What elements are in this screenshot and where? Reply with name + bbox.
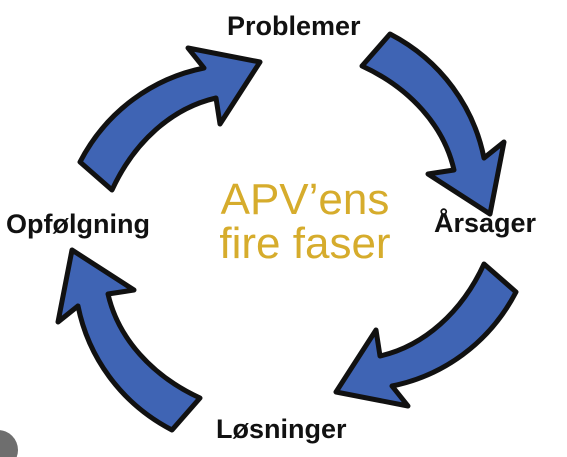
- center-title-line-2: fire faser: [219, 219, 391, 268]
- center-title: APV’ens fire faser: [150, 178, 460, 266]
- phase-label-opfolgning: Opfølgning: [6, 209, 150, 239]
- center-title-line-1: APV’ens: [220, 175, 390, 224]
- arrow-arsager-to-losninger-icon: [336, 264, 516, 406]
- phase-label-arsager: Årsager: [434, 208, 537, 238]
- arrow-opfolgning-to-problemer-icon: [80, 48, 260, 190]
- phase-label-problemer: Problemer: [227, 11, 361, 41]
- phase-label-losninger: Løsninger: [216, 414, 347, 444]
- arrow-losninger-to-opfolgning-icon: [58, 250, 200, 430]
- corner-shadow: [0, 430, 18, 457]
